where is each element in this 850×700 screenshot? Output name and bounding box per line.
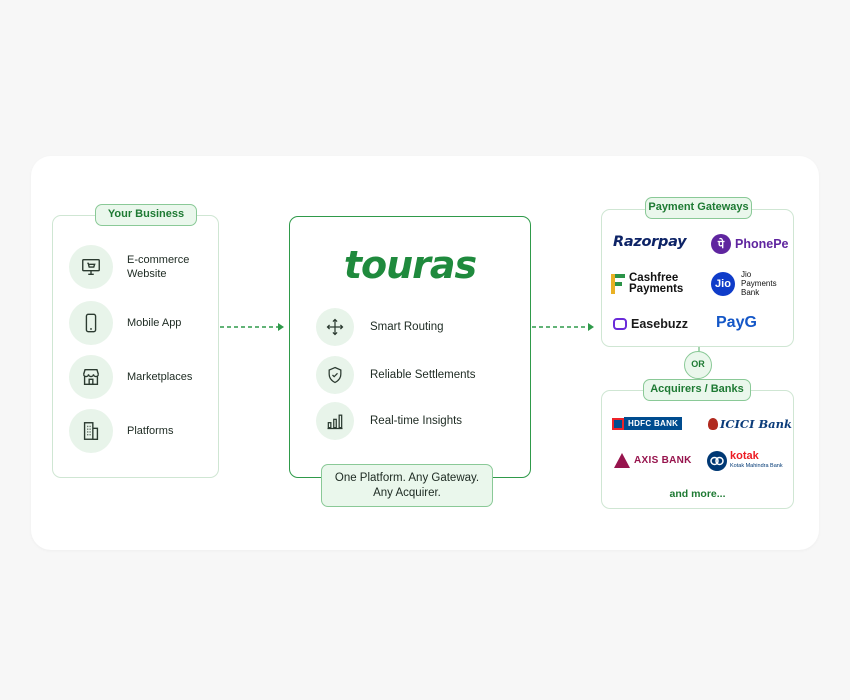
business-item-platforms: Platforms — [69, 409, 207, 453]
feature-label: Real-time Insights — [370, 415, 463, 427]
tagline-line-1: One Platform. Any Gateway. — [334, 472, 480, 484]
business-item-label: Platforms — [127, 425, 174, 437]
feature-smart-routing: Smart Routing — [316, 308, 444, 346]
business-item-ecommerce: E-commerce Website — [69, 245, 207, 289]
touras-logo: touras — [343, 243, 477, 287]
axis-mark-icon — [614, 453, 630, 468]
jio-mark-icon: Jio — [711, 271, 735, 296]
feature-label: Reliable Settlements — [370, 369, 476, 381]
flow-arrow-left — [220, 323, 284, 331]
smartphone-icon — [69, 301, 113, 345]
business-item-label: Mobile App — [127, 317, 182, 329]
kotak-mark-icon — [707, 451, 727, 471]
bar-chart-icon — [316, 402, 354, 440]
tagline-line-2: Any Acquirer. — [373, 487, 441, 499]
business-item-label: Marketplaces — [127, 371, 193, 383]
business-panel: E-commerce Website Mobile App Marketplac… — [52, 215, 219, 478]
feature-label: Smart Routing — [370, 321, 444, 333]
routing-arrows-icon — [316, 308, 354, 346]
business-item-label: E-commerce Website — [127, 254, 190, 280]
phonepe-mark-icon: पे — [711, 234, 731, 254]
more-banks-text: and more... — [669, 488, 726, 500]
icici-mark-icon — [708, 418, 718, 430]
payg-logo: PayG — [716, 314, 757, 331]
gateways-panel — [601, 209, 794, 347]
easebuzz-logo: Easebuzz — [613, 317, 688, 331]
flow-arrow-right — [532, 323, 594, 331]
shield-check-icon — [316, 356, 354, 394]
axis-bank-logo: AXIS BANK — [614, 453, 692, 468]
gateways-title: Payment Gateways — [645, 197, 752, 219]
acquirers-title: Acquirers / Banks — [643, 379, 751, 401]
platform-panel: touras Smart Routing Reliable Settlement… — [289, 216, 531, 478]
feature-realtime-insights: Real-time Insights — [316, 402, 462, 440]
feature-reliable-settlements: Reliable Settlements — [316, 356, 475, 394]
acquirers-panel — [601, 390, 794, 509]
platform-tagline: One Platform. Any Gateway. Any Acquirer. — [321, 464, 493, 507]
phonepe-logo: पे PhonePe — [711, 234, 789, 254]
business-item-marketplaces: Marketplaces — [69, 355, 207, 399]
business-item-mobile: Mobile App — [69, 301, 207, 345]
hdfc-bank-logo: HDFC BANK — [612, 417, 683, 430]
icici-bank-logo: ICICI Bank — [708, 417, 792, 431]
cashfree-mark-icon — [611, 274, 625, 294]
business-title: Your Business — [95, 204, 197, 226]
building-icon — [69, 409, 113, 453]
storefront-icon — [69, 355, 113, 399]
monitor-cart-icon — [69, 245, 113, 289]
easebuzz-mark-icon — [613, 318, 627, 330]
or-separator: OR — [684, 351, 712, 379]
hdfc-mark-icon — [612, 417, 624, 430]
razorpay-logo: Razorpay — [613, 234, 687, 250]
